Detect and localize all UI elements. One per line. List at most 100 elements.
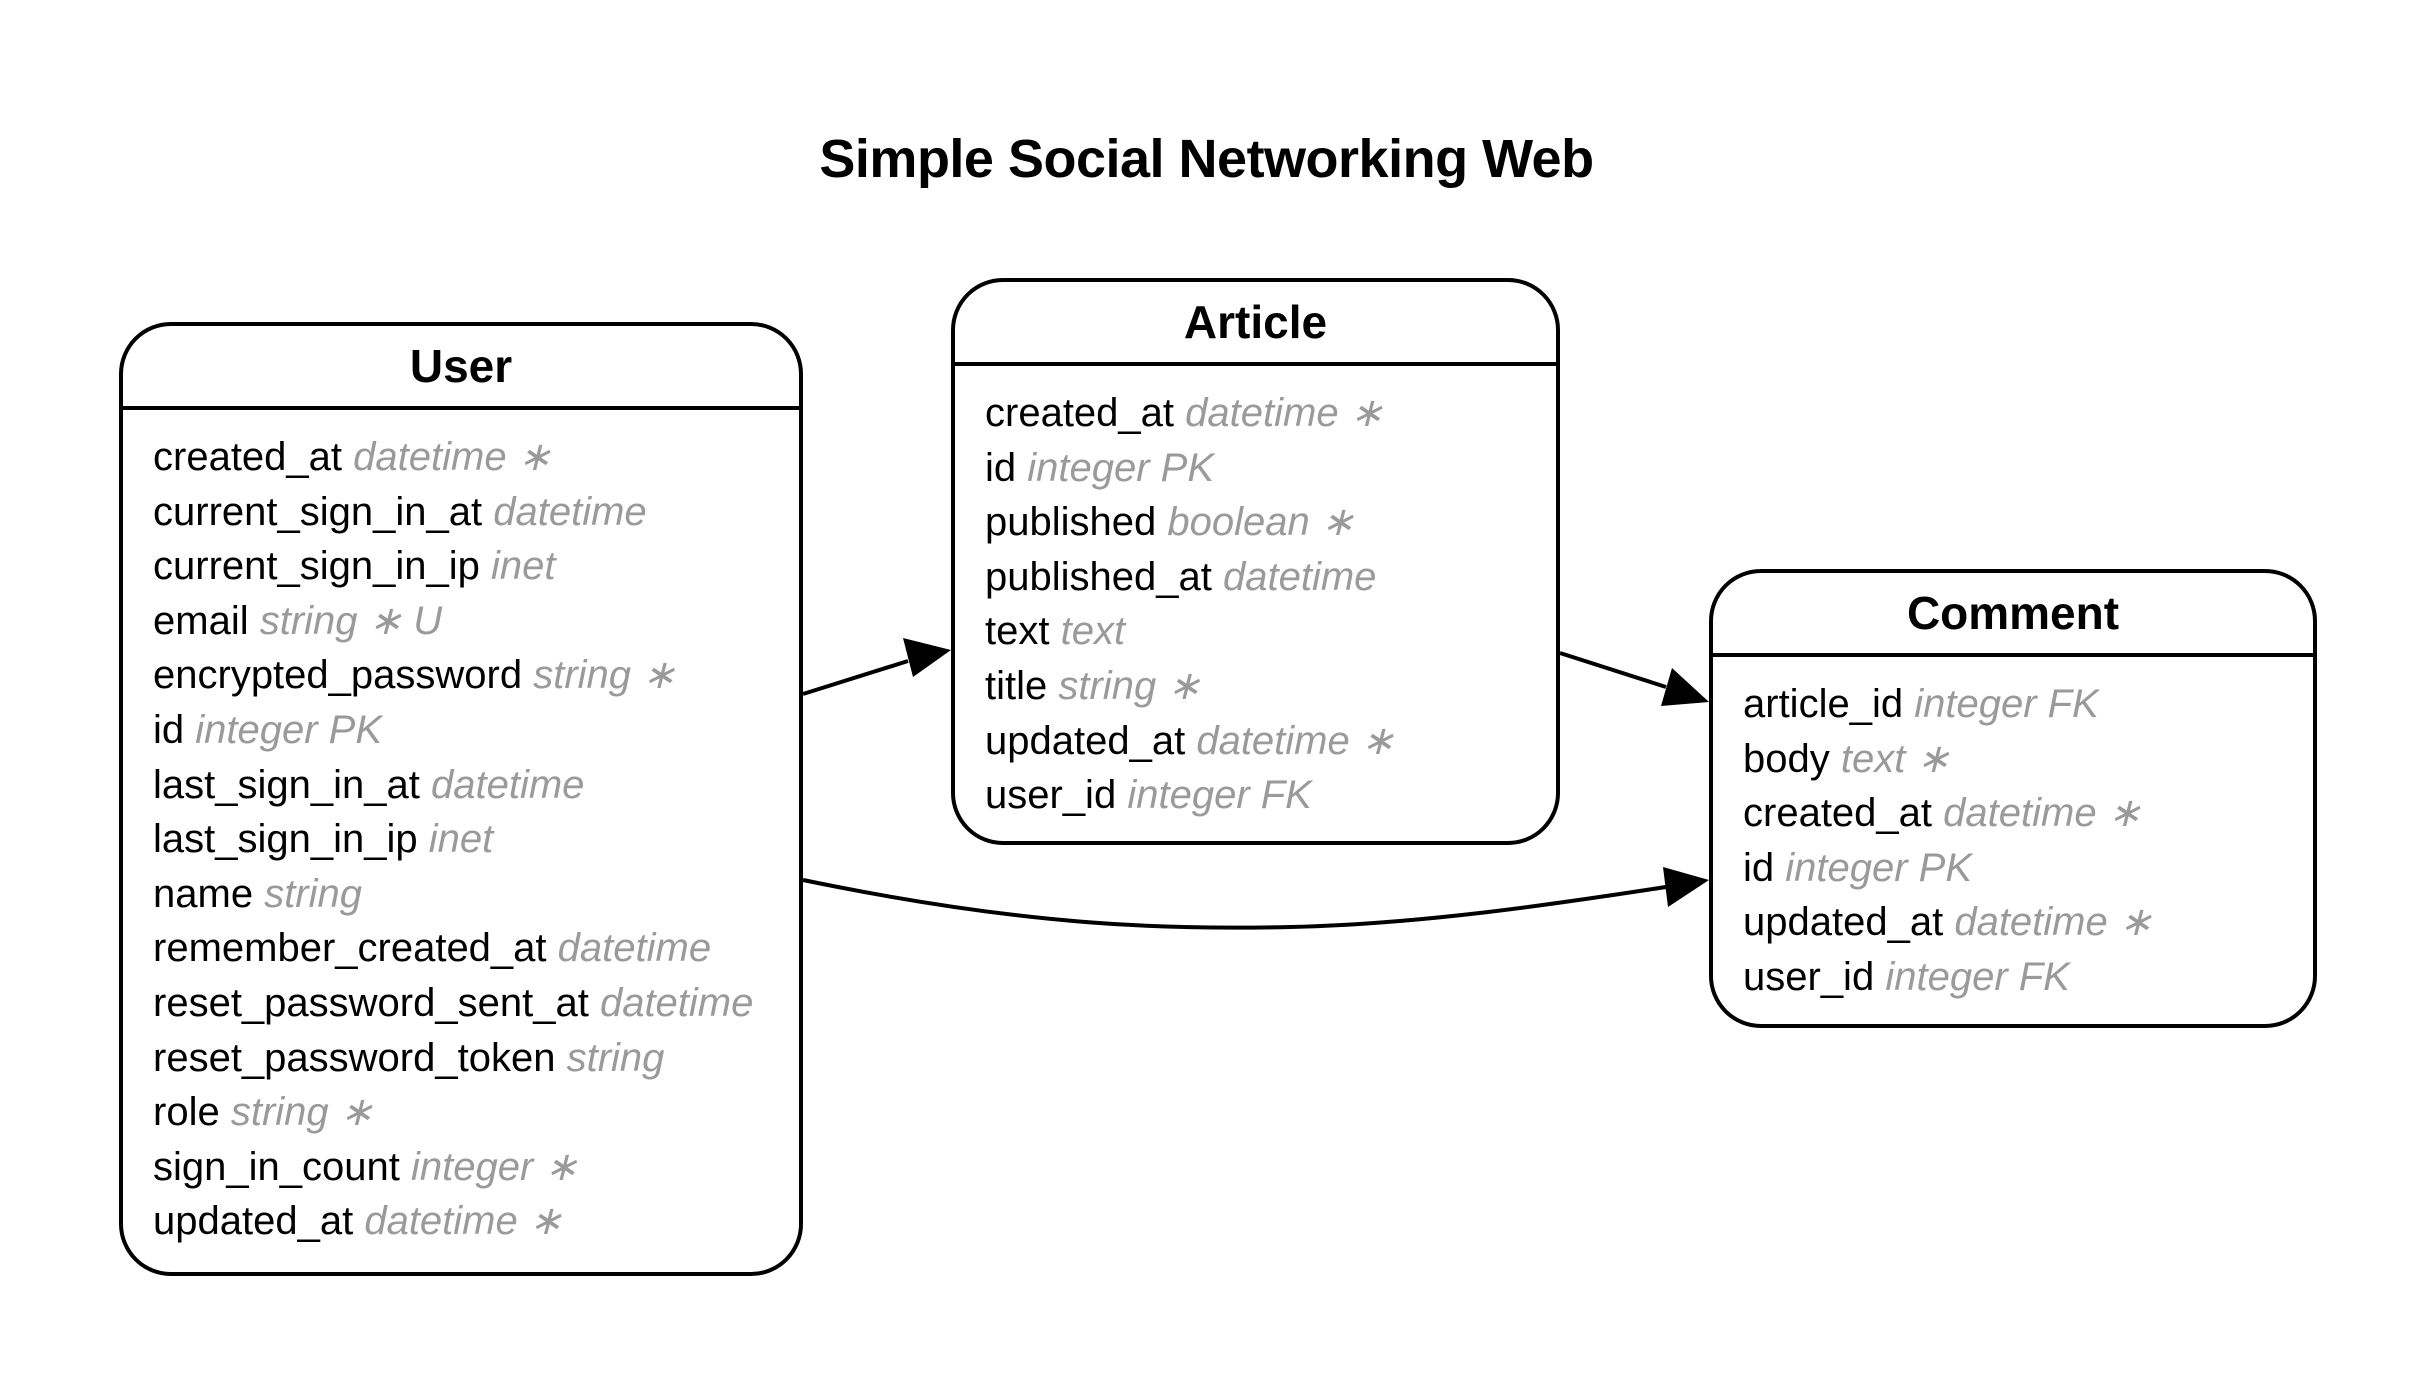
attribute-type: datetime ∗: [1185, 391, 1384, 435]
attribute-row: name string: [153, 867, 799, 922]
attribute-type: inet: [491, 544, 556, 589]
attribute-type: datetime: [599, 980, 754, 1025]
attribute-name: user_id: [985, 773, 1117, 818]
attribute-row: last_sign_in_ip inet: [153, 812, 799, 867]
attribute-row: created_at datetime ∗: [985, 386, 1556, 441]
attribute-name: text: [985, 609, 1050, 654]
attribute-type: datetime ∗: [1196, 718, 1395, 763]
attribute-name: name: [153, 871, 254, 916]
attribute-name: id: [985, 445, 1017, 490]
attribute-type: integer FK: [1127, 773, 1312, 818]
attribute-name: created_at: [1743, 791, 1933, 836]
attribute-row: published_at datetime: [985, 550, 1556, 605]
attribute-row: user_id integer FK: [985, 768, 1556, 823]
attribute-row: email string ∗ U: [153, 594, 799, 649]
attribute-name: current_sign_in_ip: [153, 544, 480, 589]
attribute-row: updated_at datetime ∗: [153, 1194, 799, 1249]
attribute-row: published boolean ∗: [985, 495, 1556, 550]
attribute-type: datetime: [430, 762, 585, 807]
attribute-type: string ∗: [230, 1090, 374, 1135]
attribute-name: title: [985, 663, 1048, 708]
diagram-title: Simple Social Networking Web: [819, 129, 1594, 189]
attribute-name: current_sign_in_at: [153, 489, 483, 534]
attribute-type: text: [1060, 609, 1126, 654]
attribute-name: created_at: [153, 435, 343, 479]
attribute-name: body: [1743, 736, 1830, 781]
attribute-type: datetime ∗: [1943, 791, 2142, 836]
attribute-name: sign_in_count: [153, 1144, 400, 1189]
attribute-row: created_at datetime ∗: [1743, 786, 2313, 841]
attribute-type: integer PK: [1027, 445, 1215, 490]
attribute-row: user_id integer FK: [1743, 950, 2313, 1005]
attribute-type: string ∗: [533, 653, 676, 698]
attribute-name: last_sign_in_at: [153, 762, 420, 807]
attribute-name: published_at: [985, 554, 1212, 599]
attribute-type: integer FK: [1914, 682, 2099, 726]
attribute-row: remember_created_at datetime: [153, 921, 799, 976]
attribute-row: title string ∗: [985, 659, 1556, 714]
attribute-name: article_id: [1743, 682, 1904, 726]
attribute-type: string ∗: [1058, 663, 1201, 708]
entity-article[interactable]: Article created_at datetime ∗id integer …: [951, 278, 1560, 845]
attribute-type: datetime ∗: [1954, 900, 2153, 945]
attribute-type: string: [566, 1035, 665, 1080]
attribute-name: email: [153, 598, 249, 643]
attribute-name: updated_at: [985, 718, 1186, 763]
entity-header-user: User: [123, 326, 799, 410]
attribute-row: reset_password_sent_at datetime: [153, 976, 799, 1031]
attribute-row: text text: [985, 604, 1556, 659]
attribute-name: encrypted_password: [153, 653, 523, 698]
entity-user[interactable]: User created_at datetime ∗current_sign_i…: [119, 322, 803, 1276]
attribute-type: datetime ∗: [364, 1199, 563, 1244]
attribute-row: last_sign_in_at datetime: [153, 758, 799, 813]
attribute-name: published: [985, 500, 1157, 545]
attribute-type: integer FK: [1885, 954, 2070, 999]
attribute-type: integer PK: [1785, 845, 1973, 890]
entity-header-article: Article: [955, 282, 1556, 366]
attribute-name: user_id: [1743, 954, 1875, 999]
arrowhead-icon: [1661, 668, 1709, 706]
attribute-row: article_id integer FK: [1743, 677, 2313, 732]
attribute-type: text ∗: [1840, 736, 1950, 781]
attribute-row: role string ∗: [153, 1085, 799, 1140]
attribute-name: id: [1743, 845, 1775, 890]
attribute-type: string: [264, 871, 362, 916]
attribute-list: created_at datetime ∗current_sign_in_at …: [123, 410, 799, 1249]
attribute-row: updated_at datetime ∗: [985, 714, 1556, 769]
arrowhead-icon: [903, 638, 951, 677]
attribute-row: updated_at datetime ∗: [1743, 895, 2313, 950]
attribute-type: inet: [428, 817, 494, 862]
attribute-type: integer PK: [195, 707, 383, 752]
attribute-row: current_sign_in_ip inet: [153, 539, 799, 594]
attribute-type: datetime: [493, 489, 647, 534]
arrowhead-icon: [1663, 867, 1709, 907]
attribute-name: remember_created_at: [153, 926, 547, 971]
attribute-row: created_at datetime ∗: [153, 430, 799, 485]
attribute-name: id: [153, 707, 185, 752]
attribute-name: role: [153, 1090, 220, 1135]
attribute-row: reset_password_token string: [153, 1031, 799, 1086]
attribute-type: datetime: [1222, 554, 1377, 599]
attribute-type: integer ∗: [410, 1144, 578, 1189]
attribute-type: datetime: [557, 926, 712, 971]
edge-article-comment: [1559, 651, 1709, 706]
attribute-name: created_at: [985, 391, 1175, 435]
attribute-name: updated_at: [1743, 900, 1944, 945]
attribute-name: reset_password_sent_at: [153, 980, 589, 1025]
attribute-row: sign_in_count integer ∗: [153, 1140, 799, 1195]
edge-user-comment: [802, 867, 1709, 930]
attribute-type: boolean ∗: [1167, 500, 1355, 545]
entity-header-comment: Comment: [1713, 573, 2313, 657]
attribute-name: updated_at: [153, 1199, 354, 1244]
attribute-type: datetime ∗: [353, 435, 552, 479]
attribute-row: id integer PK: [985, 441, 1556, 496]
attribute-row: current_sign_in_at datetime: [153, 485, 799, 540]
attribute-type: string ∗ U: [259, 598, 443, 643]
attribute-row: body text ∗: [1743, 732, 2313, 787]
attribute-row: encrypted_password string ∗: [153, 648, 799, 703]
attribute-name: reset_password_token: [153, 1035, 556, 1080]
